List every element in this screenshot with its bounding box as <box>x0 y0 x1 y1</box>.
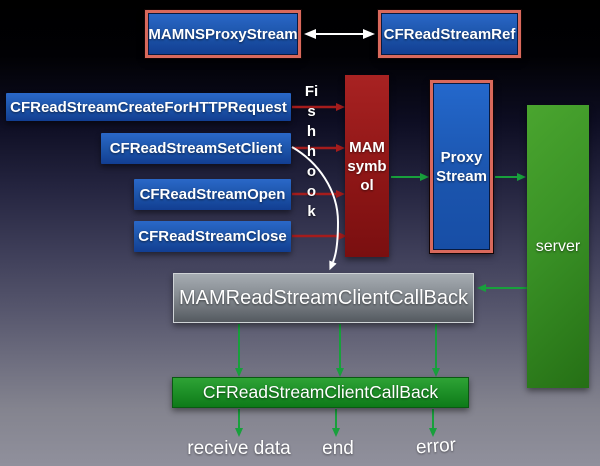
node-cfreadstreamclose: CFReadStreamClose <box>134 221 291 252</box>
top-double-arrow-left-head <box>304 29 316 39</box>
server-label: server <box>535 237 581 255</box>
node-cfreadstreamsetclient: CFReadStreamSetClient <box>101 133 291 164</box>
cf-callback-label: CFReadStreamClientCallBack <box>202 382 439 402</box>
node-server: server <box>527 105 589 388</box>
event-label-receive-data: receive data <box>187 438 291 459</box>
fishhook-arc-arrow <box>291 146 340 271</box>
api-label-4: CFReadStreamClose <box>138 228 287 245</box>
api-label-2: CFReadStreamSetClient <box>109 140 283 157</box>
node-mamreadstreamclientcallback: MAMReadStreamClientCallBack <box>173 273 474 323</box>
node-cfreadstreamref-label: CFReadStreamRef <box>383 25 516 43</box>
node-mamnsproxystream-label: MAMNSProxyStream <box>148 25 298 43</box>
top-double-arrow-right-head <box>363 29 375 39</box>
node-cfreadstreamclientcallback: CFReadStreamClientCallBack <box>172 377 469 408</box>
api-label-1: CFReadStreamCreateForHTTPRequest <box>10 98 287 116</box>
proxy-stream-label: Proxy Stream <box>436 148 487 185</box>
mam-callback-label: MAMReadStreamClientCallBack <box>179 286 468 309</box>
event-label-end: end <box>322 438 354 459</box>
node-mam-symbol: MAM symbol <box>345 75 389 257</box>
node-cfreadstreamcreateforhttprequest: CFReadStreamCreateForHTTPRequest <box>6 93 291 121</box>
mam-symbol-label: MAM symbol <box>347 138 387 194</box>
event-label-error: error <box>415 434 457 459</box>
api-label-3: CFReadStreamOpen <box>139 186 286 203</box>
node-cfreadstreamref: CFReadStreamRef <box>378 10 521 58</box>
node-cfreadstreamopen: CFReadStreamOpen <box>134 179 291 210</box>
node-mamnsproxystream: MAMNSProxyStream <box>145 10 301 58</box>
fishhook-vertical-label: Fishhook <box>304 83 319 220</box>
node-proxy-stream: Proxy Stream <box>430 80 493 253</box>
